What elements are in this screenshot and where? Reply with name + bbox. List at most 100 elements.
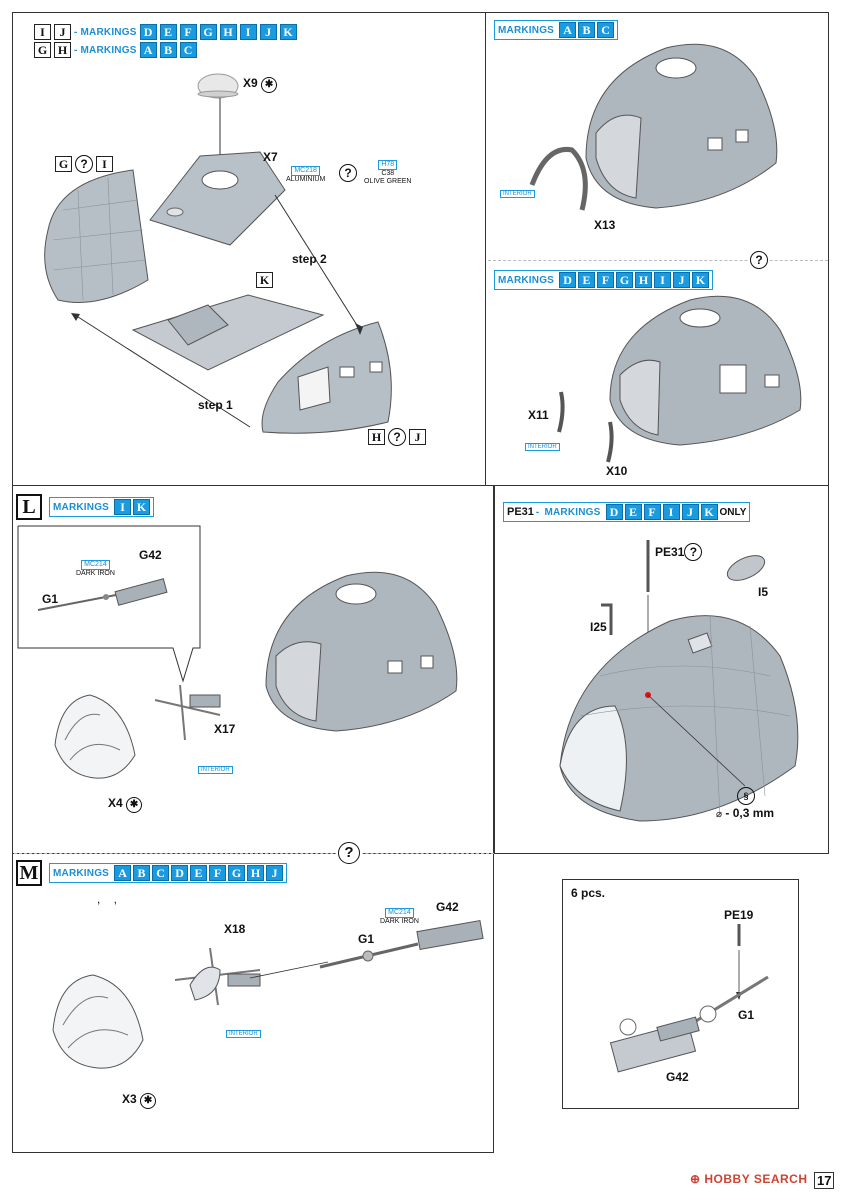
divider <box>488 260 828 261</box>
marking-letter: C <box>179 42 197 58</box>
interior-tag: INTERIOR <box>500 190 535 198</box>
marking-letter: I <box>114 499 132 515</box>
marking-letter: B <box>159 42 177 58</box>
label-pe19: PE19 <box>724 908 754 922</box>
watermark: ⊕ HOBBY SEARCH <box>690 1172 808 1186</box>
marking-letter: J <box>266 865 284 881</box>
ring-part-x13 <box>529 146 588 211</box>
label-x18: X18 <box>224 922 246 936</box>
assembly-line-m <box>249 961 329 979</box>
marking-letter: F <box>179 24 197 40</box>
marking-letter: D <box>139 24 157 40</box>
marking-letter: A <box>114 865 132 881</box>
label-i5: I5 <box>758 585 769 599</box>
marking-letter: I <box>662 504 680 520</box>
marking-letter: C <box>597 22 615 38</box>
marking-letter: G <box>199 24 217 40</box>
label-x11: X11 <box>528 408 549 422</box>
star-icon: ✱ <box>126 797 143 813</box>
panel-right-top <box>485 12 829 486</box>
question-icon: ? <box>339 164 357 182</box>
part-x10 <box>606 421 614 463</box>
panel-part-x7 <box>149 151 286 246</box>
marking-letter: D <box>171 865 189 881</box>
question-icon: ? <box>336 842 362 864</box>
marking-letter: K <box>700 504 718 520</box>
label-pe31: PE31? <box>655 543 703 561</box>
marking-letter: J <box>259 24 277 40</box>
marking-letter: B <box>578 22 596 38</box>
marking-letter: E <box>190 865 208 881</box>
gun-x18 <box>174 947 261 1006</box>
marking-letter: K <box>692 272 710 288</box>
nose-section-b <box>609 295 802 446</box>
question-icon: ? <box>748 251 770 269</box>
marking-letter: I <box>239 24 257 40</box>
marking-letter: H <box>219 24 237 40</box>
star-icon: ✱ <box>140 1093 157 1109</box>
marking-letter: J <box>681 504 699 520</box>
dome-part-x9 <box>197 73 239 99</box>
step-arrows <box>71 194 363 428</box>
marking-letter: A <box>559 22 577 38</box>
marking-letter: G <box>616 272 634 288</box>
interior-tag: INTERIOR <box>226 1030 261 1038</box>
gun-g1-g42-m <box>319 920 484 969</box>
label-g42: G42 <box>436 900 459 914</box>
fuselage-left-half <box>44 169 149 303</box>
marking-letter: F <box>597 272 615 288</box>
marking-letter: F <box>643 504 661 520</box>
clear-nose-x3 <box>52 974 144 1069</box>
part-i5 <box>726 555 766 581</box>
panel-pe31 <box>494 486 829 854</box>
marking-letter: I <box>654 272 672 288</box>
nose-assembled <box>559 615 799 822</box>
marking-letter: A <box>139 42 157 58</box>
marking-letter: H <box>247 865 265 881</box>
label-g1: G1 <box>42 592 59 606</box>
panel-6pcs <box>562 879 799 1109</box>
interior-tag: INTERIOR <box>198 766 233 774</box>
label-i25: I25 <box>590 620 607 634</box>
label-g42: G42 <box>666 1070 689 1084</box>
marking-letter: F <box>209 865 227 881</box>
label-x9: X9 ✱ <box>243 76 278 93</box>
drill-size: ⌀ - 0,3 mm <box>716 806 775 820</box>
page-number: 17 <box>814 1172 835 1189</box>
label-x7: X7 <box>263 150 278 164</box>
fuselage-right-half <box>261 321 392 434</box>
marking-letter: J <box>673 272 691 288</box>
label-x10: X10 <box>606 464 628 478</box>
label-g1: G1 <box>738 1008 755 1022</box>
callout-bubble <box>17 525 201 683</box>
marking-letter: E <box>159 24 177 40</box>
marking-letter: K <box>279 24 297 40</box>
count-label: 6 pcs. <box>571 886 606 900</box>
label-x13: X13 <box>594 218 616 232</box>
gun-g1-g42 <box>37 578 168 611</box>
floor-part <box>131 294 325 371</box>
marking-letter: E <box>624 504 642 520</box>
label-g1: G1 <box>358 932 375 946</box>
marking-letter: E <box>578 272 596 288</box>
option-left-letters: G?I <box>55 155 113 173</box>
panel-m <box>12 853 494 1153</box>
commas: , , <box>97 892 118 906</box>
nose-section-l <box>265 571 458 732</box>
marking-letter: B <box>133 865 151 881</box>
option-k: K <box>256 272 273 288</box>
marking-letter: C <box>152 865 170 881</box>
clear-nose-x4 <box>54 694 136 779</box>
marking-letter: D <box>559 272 577 288</box>
gun-assembled-g42 <box>609 975 769 1073</box>
option-right-letters: H?J <box>368 428 426 446</box>
